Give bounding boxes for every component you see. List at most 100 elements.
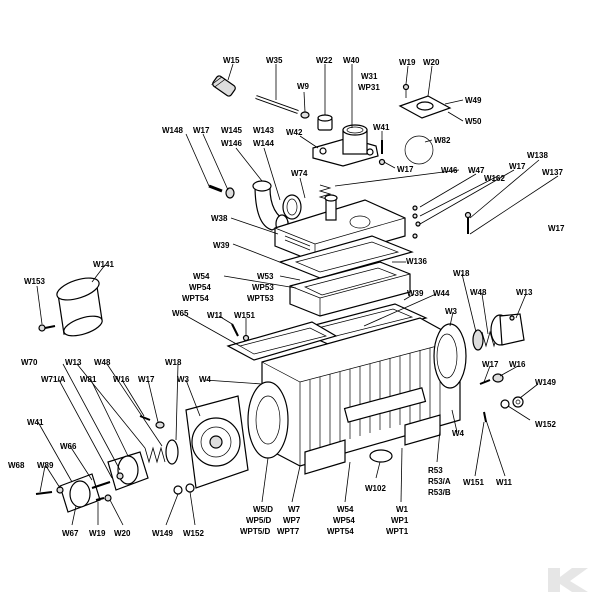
- label-wp53: WP53: [252, 283, 274, 292]
- label-w70: W70: [21, 358, 38, 367]
- label-w137: W137: [542, 168, 563, 177]
- label-w15: W15: [223, 56, 240, 65]
- label-w19-top: W19: [399, 58, 416, 67]
- part-w9: [300, 111, 310, 119]
- label-w35: W35: [266, 56, 283, 65]
- part-w65-gasket: [226, 321, 338, 361]
- label-w152-b: W152: [183, 529, 204, 538]
- label-wp54-b: WP54: [333, 516, 355, 525]
- label-w71a: W71/A: [41, 375, 66, 384]
- label-w38: W38: [211, 214, 228, 223]
- label-w17-b: W17: [397, 165, 414, 174]
- label-w17-c: W17: [509, 162, 526, 171]
- label-wpt54-b: WPT54: [327, 527, 354, 536]
- label-w153: W153: [24, 277, 45, 286]
- label-w13-r: W13: [516, 288, 533, 297]
- label-w16-l: W16: [113, 375, 130, 384]
- label-r53b: R53/B: [428, 488, 451, 497]
- label-w81: W81: [80, 375, 97, 384]
- label-r53: R53: [428, 466, 443, 475]
- label-w19-b: W19: [89, 529, 106, 538]
- part-w102: [369, 449, 393, 463]
- label-w47: W47: [468, 166, 485, 175]
- label-w48-r: W48: [470, 288, 487, 297]
- part-right-shaft-assembly: [472, 313, 525, 351]
- part-left-coupling: [107, 439, 179, 491]
- leader-lines: [36, 63, 559, 526]
- part-w22: [317, 114, 333, 131]
- label-w7: W7: [288, 505, 301, 514]
- part-w68-screw: [35, 491, 53, 495]
- part-w137-screws: [412, 205, 472, 239]
- part-w141-cup: [56, 277, 103, 337]
- label-w65: W65: [172, 309, 189, 318]
- part-w53-block: [289, 261, 411, 317]
- label-w54-b: W54: [337, 505, 354, 514]
- label-w53: W53: [257, 272, 274, 281]
- label-w151-a: W151: [234, 311, 255, 320]
- label-wpt53: WPT53: [247, 294, 274, 303]
- label-w50: W50: [465, 117, 482, 126]
- part-w35: [255, 95, 299, 114]
- label-wpt1: WPT1: [386, 527, 409, 536]
- part-w66-plate: [59, 473, 111, 513]
- label-w141: W141: [93, 260, 114, 269]
- part-w3-right-flange: [433, 323, 467, 389]
- label-w40: W40: [343, 56, 360, 65]
- label-w20-b: W20: [114, 529, 131, 538]
- parts-drawing: [35, 75, 525, 513]
- label-w82: W82: [434, 136, 451, 145]
- label-w17-l: W17: [138, 375, 155, 384]
- label-w4-r: W4: [452, 429, 465, 438]
- label-w13-l: W13: [65, 358, 82, 367]
- label-w31: W31: [361, 72, 378, 81]
- part-w15: [211, 75, 236, 97]
- label-w151-b: W151: [463, 478, 484, 487]
- label-w41-top: W41: [373, 123, 390, 132]
- part-w148-screw: [208, 184, 235, 199]
- label-w18-r: W18: [453, 269, 470, 278]
- part-w11-right: [483, 411, 487, 423]
- label-w149-b: W149: [152, 529, 173, 538]
- label-wp54: WP54: [189, 283, 211, 292]
- part-w74-spring: [318, 184, 332, 201]
- label-w144: W144: [253, 139, 274, 148]
- label-wpt5d: WPT5/D: [240, 527, 270, 536]
- label-w46: W46: [441, 166, 458, 175]
- label-w17-d: W17: [548, 224, 565, 233]
- label-w3-l: W3: [177, 375, 190, 384]
- part-w38-cover: [274, 194, 406, 263]
- label-wp5d: WP5/D: [246, 516, 272, 525]
- watermark-logo: [548, 568, 588, 592]
- label-w145: W145: [221, 126, 242, 135]
- label-w42: W42: [286, 128, 303, 137]
- label-w9: W9: [297, 82, 310, 91]
- part-w11-screw: [231, 323, 239, 337]
- part-w17-dot: [378, 158, 386, 166]
- label-w49: W49: [465, 96, 482, 105]
- label-w152-r: W152: [535, 420, 556, 429]
- part-w40-inlet: [312, 124, 379, 167]
- label-w11-b: W11: [496, 478, 513, 487]
- part-w152-right: [500, 396, 524, 409]
- label-wpt54: WPT54: [182, 294, 209, 303]
- label-w16-r: W16: [509, 360, 526, 369]
- label-w162: W162: [484, 174, 505, 183]
- label-w148: W148: [162, 126, 183, 135]
- label-w5d: W5/D: [253, 505, 273, 514]
- label-w138: W138: [527, 151, 548, 160]
- label-w18-l: W18: [165, 358, 182, 367]
- label-wp7: WP7: [283, 516, 301, 525]
- label-wpt7: WPT7: [277, 527, 300, 536]
- label-w48-l: W48: [94, 358, 111, 367]
- label-w102: W102: [365, 484, 386, 493]
- label-w22: W22: [316, 56, 333, 65]
- part-w3-left-flange: [185, 395, 249, 489]
- label-wp31: WP31: [358, 83, 380, 92]
- label-w143: W143: [253, 126, 274, 135]
- label-w89: W89: [37, 461, 54, 470]
- label-w17-a: W17: [193, 126, 210, 135]
- part-w16-right: [479, 373, 504, 385]
- label-w146: W146: [221, 139, 242, 148]
